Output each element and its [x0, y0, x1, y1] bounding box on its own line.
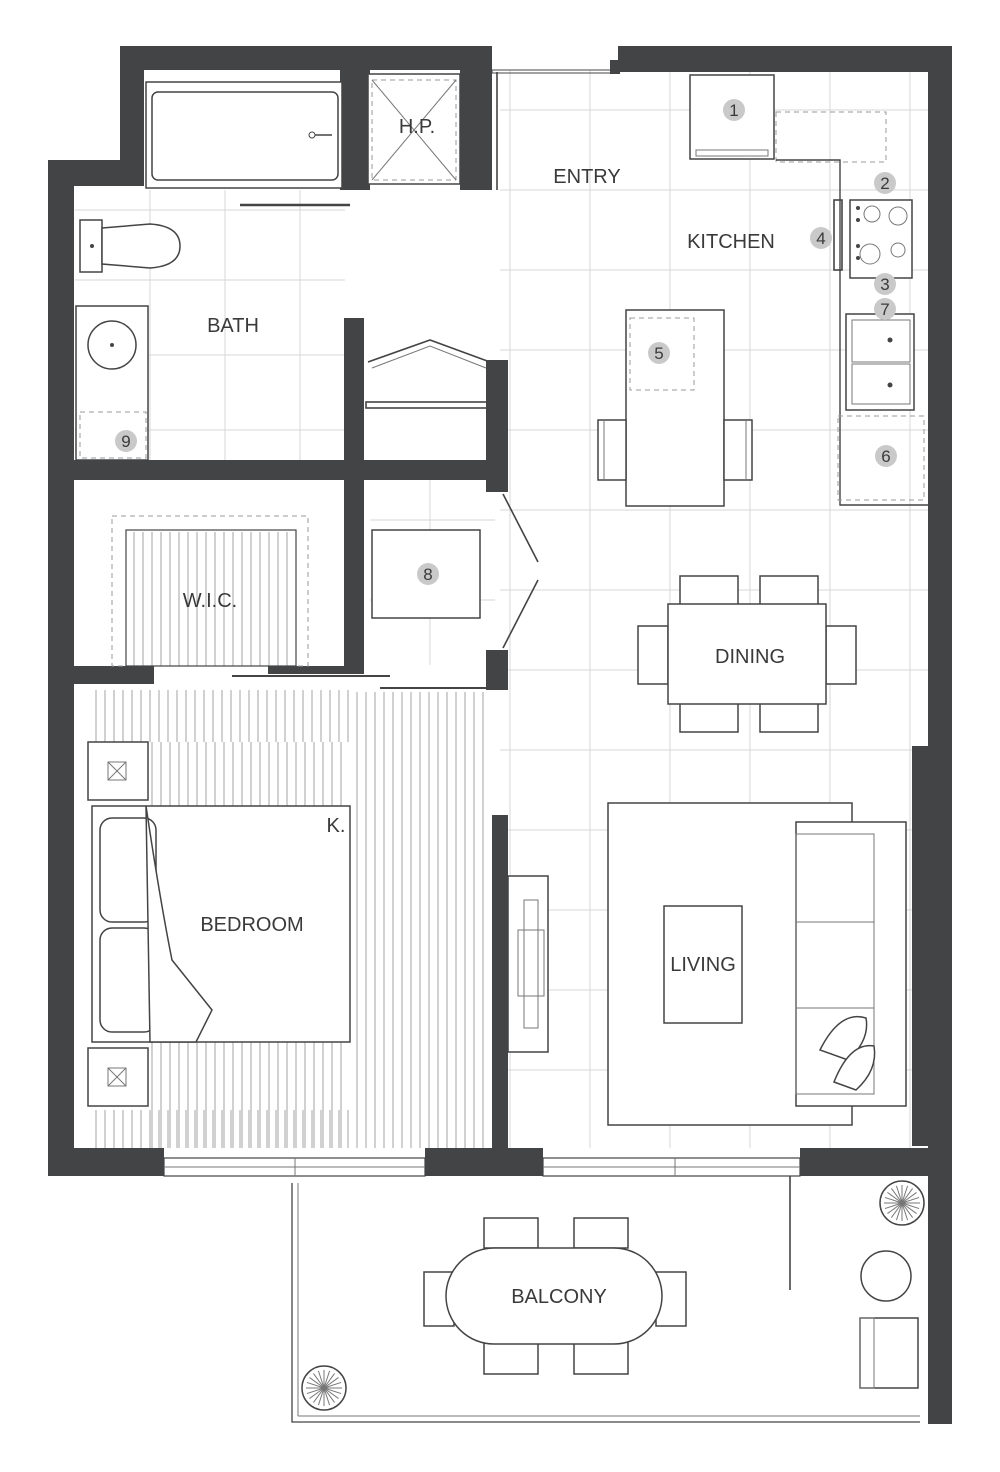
plant-leaf: [901, 1196, 920, 1204]
kitchen-counter: [775, 111, 928, 506]
plant-leaf: [887, 1192, 903, 1204]
plant-leaf: [309, 1387, 325, 1399]
room-label-hp: H.P.: [399, 116, 435, 138]
plant-leaf: [901, 1202, 909, 1221]
plant-leaf: [901, 1192, 917, 1204]
marker-1: 1: [729, 101, 738, 120]
bathtub: [145, 81, 350, 207]
plant-leaf: [901, 1202, 917, 1214]
fixture-markers: 1 2 3 4 5 6 7 8 9: [115, 99, 897, 585]
marker-2: 2: [880, 174, 889, 193]
wic-shelving: [111, 515, 492, 689]
plant-leaf: [317, 1387, 325, 1406]
plant-leaf: [317, 1370, 325, 1389]
plant-leaf: [895, 1185, 903, 1204]
room-label-wic: W.I.C.: [183, 590, 237, 612]
plant-leaf: [323, 1387, 335, 1403]
room-labels: ENTRY KITCHEN BATH H.P. W.I.C. DINING BE…: [183, 116, 785, 1308]
plant-leaf: [323, 1370, 331, 1389]
plant-leaf: [884, 1202, 903, 1210]
living-furniture: [507, 802, 907, 1126]
marker-9: 9: [121, 432, 130, 451]
plant-leaf: [306, 1387, 325, 1395]
plant-leaf: [309, 1377, 325, 1389]
wood-floor: [95, 532, 484, 1148]
bed-size-label: K.: [327, 815, 346, 837]
room-label-bath: BATH: [207, 315, 259, 337]
bedroom-furniture: [87, 741, 351, 1107]
vanity-sink: [75, 305, 149, 461]
plant-leaf: [891, 1188, 903, 1204]
marker-5: 5: [654, 344, 663, 363]
plant-leaf: [901, 1202, 913, 1218]
room-label-dining: DINING: [715, 646, 785, 668]
dining-set: [637, 575, 857, 733]
plant-leaf: [884, 1196, 903, 1204]
marker-8: 8: [423, 565, 432, 584]
plant-leaf: [323, 1373, 335, 1389]
plant-leaf: [887, 1202, 903, 1214]
hall-closet-doors: [365, 339, 539, 649]
room-label-kitchen: KITCHEN: [687, 231, 775, 253]
plant-leaf: [891, 1202, 903, 1218]
marker-7: 7: [880, 300, 889, 319]
hot-water-tank: [367, 73, 461, 185]
dishwasher: [837, 415, 925, 501]
kitchen-sink: [845, 313, 915, 411]
plant-leaf: [323, 1381, 342, 1389]
balcony: [291, 1176, 925, 1423]
plant-leaf: [323, 1387, 331, 1406]
plant-leaf: [901, 1185, 909, 1204]
room-label-entry: ENTRY: [553, 166, 620, 188]
room-label-balcony: BALCONY: [511, 1286, 607, 1308]
toilet: [79, 219, 181, 273]
cooktop: [849, 199, 913, 279]
plant-leaf: [313, 1387, 325, 1403]
marker-3: 3: [880, 275, 889, 294]
plant-leaf: [313, 1373, 325, 1389]
plant-leaf: [901, 1202, 920, 1210]
marker-6: 6: [881, 447, 890, 466]
plant-leaf: [323, 1377, 339, 1389]
plant-leaf: [323, 1387, 342, 1395]
plant-leaf: [895, 1202, 903, 1221]
plant-leaf: [306, 1381, 325, 1389]
windows: [163, 69, 801, 1177]
walls: [48, 46, 952, 1424]
room-label-living: LIVING: [670, 954, 736, 976]
room-label-bedroom: BEDROOM: [200, 914, 303, 936]
marker-4: 4: [816, 229, 825, 248]
plant-leaf: [323, 1387, 339, 1399]
kitchen-island: [597, 309, 753, 507]
plant-leaf: [901, 1188, 913, 1204]
